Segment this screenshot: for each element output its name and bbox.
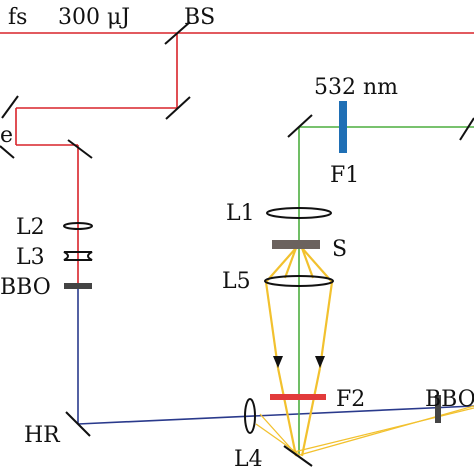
bbo-right-label: BBO: [425, 387, 474, 412]
signal-fan-left-upper: [265, 247, 297, 283]
fold-mirror-top-left: [1, 95, 19, 119]
s-label: S: [332, 237, 347, 262]
lens-l5: [264, 275, 334, 287]
signal-to-bbo-2: [293, 407, 474, 453]
arrow-head-left: [273, 356, 283, 368]
signal-right-down: [300, 367, 322, 457]
right-edge-mirror: [459, 117, 474, 141]
lenses: [63, 207, 334, 434]
l5-label: L5: [222, 269, 251, 294]
wavelength-label: 532 nm: [314, 75, 398, 100]
signal-fan-right-inner: [300, 247, 315, 279]
green-mirror: [287, 114, 313, 138]
sample-s: [272, 240, 320, 249]
lens-l1: [266, 207, 332, 219]
energy-label: 300 μJ: [58, 5, 130, 30]
f1-label: F1: [330, 163, 359, 188]
bbo-crystal-left: [64, 283, 92, 289]
bs-mirror: [164, 21, 191, 45]
lens-l2: [63, 222, 93, 230]
signal-left-down: [276, 367, 298, 457]
signal-to-bbo-1: [295, 405, 474, 457]
signal-from-l4-lower: [255, 423, 301, 456]
signal-right-converging: [318, 281, 334, 369]
hr-label: HR: [24, 423, 61, 448]
l4-label: L4: [234, 447, 263, 472]
lens-l4: [244, 398, 256, 434]
mirrors: [0, 21, 474, 467]
fold-mirror-vertical: [67, 139, 93, 159]
blue-beam-path: [77, 286, 474, 425]
green-beam-path: [298, 126, 474, 455]
l3-label: L3: [16, 245, 45, 270]
arrow-head-right: [315, 356, 325, 368]
bs-label: BS: [184, 5, 215, 30]
lens-l3: [63, 251, 93, 261]
signal-beams: [255, 247, 474, 457]
hr-mirror: [65, 411, 91, 437]
l2-label: L2: [16, 215, 45, 240]
bbo-crystal-right: [435, 395, 441, 423]
bottom-mirror: [283, 445, 313, 467]
l1-label: L1: [226, 201, 255, 226]
signal-fan-left-inner: [283, 247, 298, 279]
fs-beam-path: [0, 32, 474, 286]
fs-label: fs: [8, 5, 27, 30]
signal-left-converging: [264, 281, 280, 369]
filter-f1: [339, 101, 347, 153]
fold-mirror-left: [0, 145, 15, 159]
partial-label-e: e: [0, 123, 13, 148]
bbo-left-label: BBO: [0, 275, 51, 300]
signal-fan-right-upper: [301, 247, 333, 283]
f2-label: F2: [336, 387, 365, 412]
components: [64, 101, 441, 423]
blue-beam-horizontal: [77, 405, 474, 425]
labels: fs 300 μJ BS 532 nm F1 e L2 L3 BBO L1 S …: [0, 5, 474, 472]
fold-mirror-top-right: [165, 96, 191, 120]
filter-f2: [270, 394, 326, 400]
